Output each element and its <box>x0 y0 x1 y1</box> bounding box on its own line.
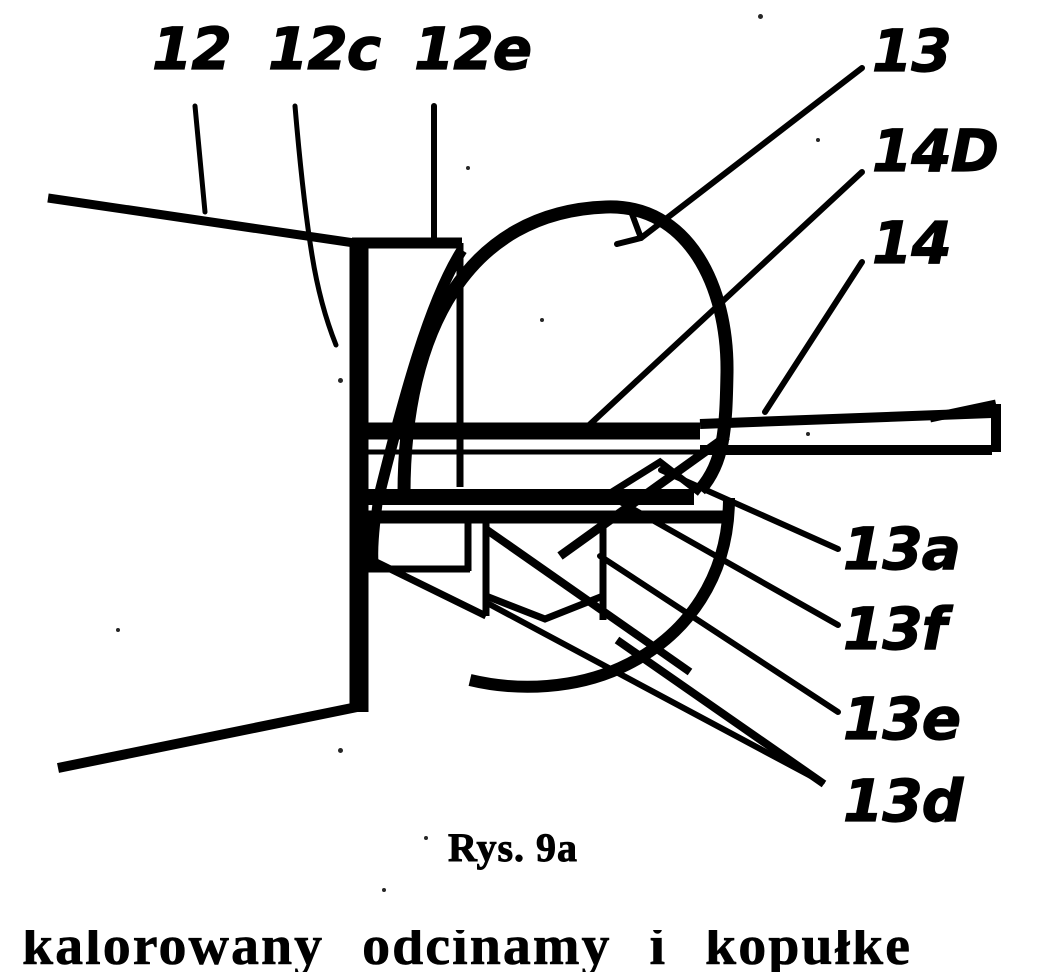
scan-speck <box>806 432 810 436</box>
body-text-clip: kalorowany odcinamy i kopułke <box>0 930 1044 972</box>
scan-speck <box>116 628 120 632</box>
scan-speck <box>338 378 343 383</box>
leader-12c <box>292 103 339 348</box>
dome-skirt-arc <box>468 497 735 693</box>
scan-speck <box>540 318 544 322</box>
body-text-line: kalorowany odcinamy i kopułke <box>22 930 913 972</box>
callout-label-14: 14 <box>871 209 952 277</box>
diagonal-brace-upper <box>557 432 730 560</box>
right-arm-flare <box>929 399 997 423</box>
rib-chevron <box>484 592 605 623</box>
callout-label-13f: 13f <box>842 595 947 663</box>
leader-12 <box>192 103 208 215</box>
upper-slant-member <box>47 193 369 250</box>
figure-caption: Rys. 9a <box>0 824 1044 871</box>
dome-inner-arc <box>372 247 467 502</box>
leader-lines-top <box>192 103 437 348</box>
notch-13a <box>610 457 703 496</box>
dome-outer-arc <box>397 200 734 495</box>
callout-label-13d: 13d <box>842 767 963 835</box>
left-pocket <box>364 519 470 573</box>
scan-speck <box>338 748 343 753</box>
callout-label-14D: 14D <box>871 117 999 185</box>
callout-label-13a: 13a <box>842 515 961 583</box>
scan-speck <box>382 888 386 892</box>
figure-caption-text: Rys. 9a <box>447 825 579 871</box>
callout-label-12e: 12e <box>413 15 532 83</box>
leader-14 <box>762 259 865 415</box>
structure-linework <box>47 193 1001 788</box>
scan-speck <box>816 138 820 142</box>
scan-speck <box>466 166 470 170</box>
callout-label-13: 13 <box>871 17 952 85</box>
leader-13e <box>597 553 841 715</box>
leader-13d <box>486 601 825 785</box>
callout-label-12c: 12c <box>267 15 381 83</box>
callout-label-13e: 13e <box>842 685 961 753</box>
scan-speck <box>758 14 763 19</box>
wall-inner-diagonal <box>370 556 488 620</box>
leader-13-barb <box>614 211 644 247</box>
callout-label-12: 12 <box>151 15 232 83</box>
leader-13 <box>638 65 865 241</box>
lower-slant-member <box>57 701 363 773</box>
diagonal-brace-lower <box>484 526 693 676</box>
scan-speck <box>424 836 428 840</box>
diagonal-tail <box>614 636 827 788</box>
